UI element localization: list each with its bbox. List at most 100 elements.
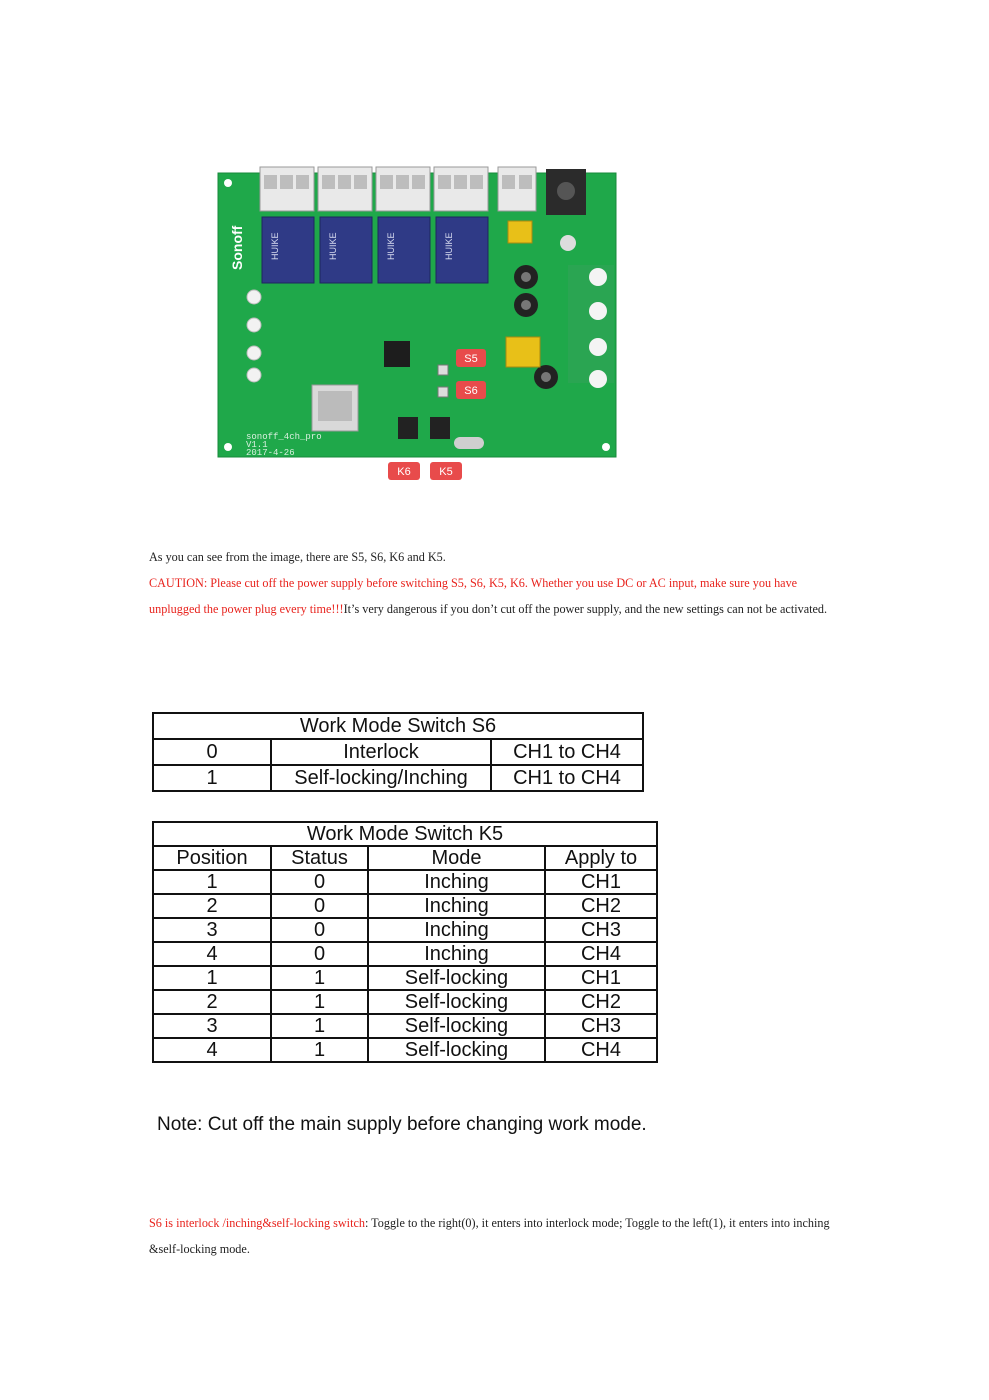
table-cell: CH4 — [544, 941, 658, 967]
board-illustration: HUIKE HUIKE HUIKE HUIKE Sonoff — [217, 166, 617, 480]
table-row: 1 Self-locking/Inching CH1 to CH4 — [152, 764, 644, 792]
channel-buttons — [568, 265, 614, 388]
intro-text: As you can see from the image, there are… — [149, 550, 446, 564]
table-cell: 1 — [152, 764, 272, 792]
relay-text: HUIKE — [386, 232, 396, 260]
table-cell: 3 — [152, 1013, 272, 1039]
table-cell: 0 — [270, 893, 369, 919]
table-s6: Work Mode Switch S6 0 Interlock CH1 to C… — [152, 712, 644, 792]
table-cell: CH3 — [544, 1013, 658, 1039]
table-cell: Self-locking — [367, 965, 546, 991]
table-cell: 0 — [270, 941, 369, 967]
relay-text: HUIKE — [444, 232, 454, 260]
terminal-blocks — [259, 166, 537, 212]
table-cell: Inching — [367, 917, 546, 943]
mounting-hole — [602, 443, 610, 451]
table-row: 2 1 Self-locking CH2 — [152, 989, 658, 1015]
table-row: 0 Interlock CH1 to CH4 — [152, 738, 644, 766]
callout-label-s6: S6 — [464, 385, 477, 397]
capacitors — [514, 235, 576, 389]
switch-s6 — [437, 386, 449, 398]
table-row: 3 1 Self-locking CH3 — [152, 1013, 658, 1039]
table-cell: Self-locking — [367, 989, 546, 1015]
table-cell: 1 — [270, 989, 369, 1015]
brand-logo: Sonoff — [229, 225, 245, 270]
table-s6-title: Work Mode Switch S6 — [152, 712, 644, 740]
table-row: 4 0 Inching CH4 — [152, 941, 658, 967]
pcb — [217, 172, 617, 458]
table-cell: CH2 — [544, 989, 658, 1015]
relay-labels: HUIKE HUIKE HUIKE HUIKE — [270, 232, 454, 260]
table-cell: 0 — [270, 869, 369, 895]
table-cell: Self-locking/Inching — [270, 764, 492, 792]
table-cell: CH3 — [544, 917, 658, 943]
table-cell: CH1 — [544, 869, 658, 895]
mcu-chip — [384, 341, 410, 367]
callout-label-s5: S5 — [464, 353, 477, 365]
table-cell: 2 — [152, 989, 272, 1015]
callout-k5: K5 — [430, 462, 462, 480]
caution-rest-text: It’s very dangerous if you don’t cut off… — [343, 602, 828, 616]
table-cell: CH4 — [544, 1037, 658, 1063]
table-cell: Inching — [367, 893, 546, 919]
table-cell: CH1 — [544, 965, 658, 991]
table-k5: Work Mode Switch K5 Position Status Mode… — [152, 821, 658, 1063]
table-cell: 4 — [152, 1037, 272, 1063]
column-header: Apply to — [544, 845, 658, 871]
work-mode-note: Note: Cut off the main supply before cha… — [157, 1114, 647, 1135]
table-cell: 1 — [270, 1037, 369, 1063]
switch-s5 — [437, 364, 449, 376]
table-cell: Self-locking — [367, 1037, 546, 1063]
table-cell: CH1 to CH4 — [490, 738, 644, 766]
callout-k6: K6 — [388, 462, 420, 480]
table-cell: 1 — [152, 965, 272, 991]
relays — [261, 216, 489, 284]
table-cell: Inching — [367, 941, 546, 967]
relay-text: HUIKE — [328, 232, 338, 260]
table-row: 1 1 Self-locking CH1 — [152, 965, 658, 991]
table-cell: Interlock — [270, 738, 492, 766]
dip-switch-k6 — [398, 417, 418, 439]
table-row: 4 1 Self-locking CH4 — [152, 1037, 658, 1063]
table-header-row: Position Status Mode Apply to — [152, 845, 658, 871]
table-cell: 1 — [152, 869, 272, 895]
table-cell: CH2 — [544, 893, 658, 919]
table-k5-title: Work Mode Switch K5 — [152, 821, 658, 847]
table-cell: Self-locking — [367, 1013, 546, 1039]
callout-s6: S6 — [456, 381, 486, 399]
callout-label-k6: K6 — [397, 466, 410, 478]
fuse — [507, 220, 533, 244]
table-cell: 1 — [270, 1013, 369, 1039]
caution-text: CAUTION: Please cut off the power supply… — [149, 576, 798, 616]
table-cell: 2 — [152, 893, 272, 919]
callout-s5: S5 — [456, 349, 486, 367]
table-cell: 0 — [270, 917, 369, 943]
table-row: 2 0 Inching CH2 — [152, 893, 658, 919]
crystal — [454, 437, 484, 449]
silkscreen-line: 2017-4-26 — [246, 448, 295, 458]
transformer — [505, 336, 541, 368]
caution-paragraph: CAUTION: Please cut off the power supply… — [149, 570, 839, 622]
table-row: 3 0 Inching CH3 — [152, 917, 658, 943]
table-cell: Inching — [367, 869, 546, 895]
led-indicators — [246, 289, 262, 383]
s6-highlight-text: S6 is interlock /inching&self-locking sw… — [149, 1216, 365, 1230]
column-header: Position — [152, 845, 272, 871]
intro-paragraph: As you can see from the image, there are… — [149, 544, 839, 570]
mounting-hole — [224, 443, 232, 451]
table-row: 1 0 Inching CH1 — [152, 869, 658, 895]
mounting-hole — [224, 179, 232, 187]
table-cell: 1 — [270, 965, 369, 991]
silkscreen-line: sonoff_4ch_pro — [246, 432, 322, 442]
table-cell: 0 — [152, 738, 272, 766]
board-photo: HUIKE HUIKE HUIKE HUIKE Sonoff — [216, 165, 620, 485]
table-cell: 3 — [152, 917, 272, 943]
silkscreen-line: V1.1 — [246, 440, 268, 450]
s6-description-paragraph: S6 is interlock /inching&self-locking sw… — [149, 1210, 839, 1262]
column-header: Status — [270, 845, 369, 871]
callout-label-k5: K5 — [439, 466, 452, 478]
column-header: Mode — [367, 845, 546, 871]
s6-rest-text: : Toggle to the right(0), it enters into… — [149, 1216, 830, 1256]
relay-text: HUIKE — [270, 232, 280, 260]
table-cell: 4 — [152, 941, 272, 967]
